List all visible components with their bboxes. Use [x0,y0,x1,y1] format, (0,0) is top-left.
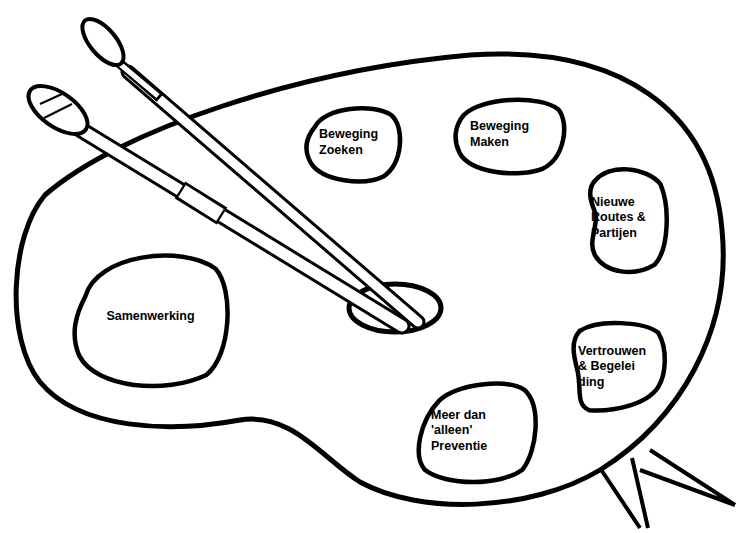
paint-blob: Meer dan 'alleen' Preventie [415,380,537,482]
blob-label: Beweging Zoeken [319,127,389,158]
blob-label: Vertrouwen & Begelei ding [578,344,658,391]
paint-blob: Beweging Maken [455,95,565,175]
blob-label: Meer dan 'alleen' Preventie [431,408,521,455]
easel-legs [600,450,735,528]
paint-blob: Samenwerking [73,248,228,386]
palette-outline [16,54,723,504]
blob-label: Nieuwe Routes & Partijen [591,195,661,242]
paint-blob: Beweging Zoeken [305,103,403,183]
paint-blob: Vertrouwen & Begelei ding [570,322,666,412]
blob-label: Beweging Maken [470,119,550,150]
paint-blob: Nieuwe Routes & Partijen [585,165,667,271]
blob-label: Samenwerking [106,309,194,325]
